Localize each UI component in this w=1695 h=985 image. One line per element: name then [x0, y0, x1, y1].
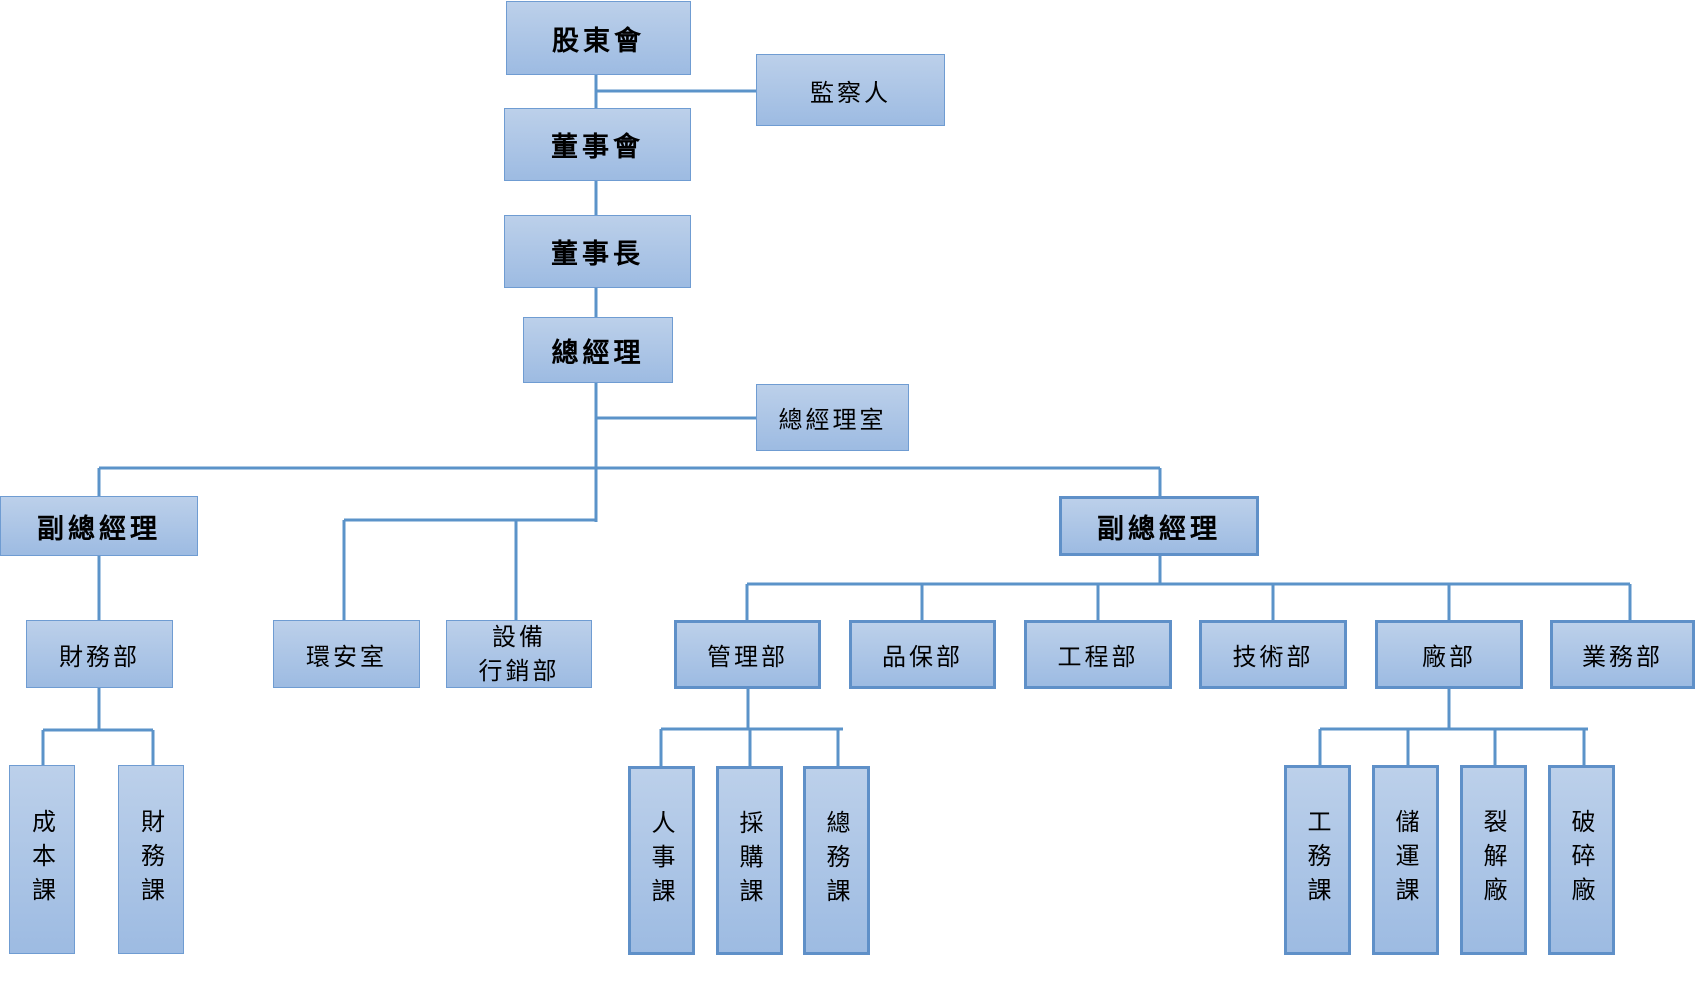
- node-label: 破碎廠: [1567, 809, 1595, 911]
- node-cracking-plant: 裂解廠: [1460, 765, 1527, 955]
- node-general-affairs-section: 總務課: [803, 766, 870, 955]
- node-finance-section: 財務課: [118, 765, 184, 954]
- node-label: 環安室: [306, 642, 387, 671]
- node-label: 成本課: [27, 808, 56, 911]
- node-qa-dept: 品保部: [849, 620, 996, 689]
- node-label: 工務課: [1303, 809, 1331, 911]
- node-chairman: 董事長: [504, 215, 691, 288]
- node-label: 採購課: [735, 809, 763, 912]
- node-general-manager: 總經理: [523, 317, 673, 383]
- node-works-section: 工務課: [1284, 765, 1351, 955]
- node-label: 品保部: [882, 643, 963, 671]
- node-hr-section: 人事課: [628, 766, 695, 955]
- node-plant-dept: 廠部: [1375, 620, 1523, 689]
- node-label: 人事課: [647, 809, 675, 912]
- node-shareholders: 股東會: [506, 1, 691, 75]
- node-label: 管理部: [707, 643, 788, 671]
- node-gm-office: 總經理室: [756, 384, 909, 451]
- node-label: 財務部: [59, 642, 140, 671]
- node-label: 廠部: [1422, 643, 1476, 671]
- node-label: 副總經理: [1097, 513, 1221, 545]
- node-cost-section: 成本課: [9, 765, 75, 954]
- node-vice-gm-left: 副總經理: [0, 496, 198, 556]
- node-label: 財務課: [136, 808, 165, 911]
- node-purchasing-section: 採購課: [716, 766, 783, 955]
- node-label: 業務部: [1582, 643, 1663, 671]
- node-label: 總經理室: [778, 406, 887, 434]
- node-board: 董事會: [504, 108, 691, 181]
- node-label: 總經理: [551, 337, 645, 369]
- node-storage-section: 儲運課: [1372, 765, 1439, 955]
- node-supervisor: 監察人: [756, 54, 945, 126]
- node-label: 副總經理: [37, 513, 161, 545]
- node-crushing-plant: 破碎廠: [1548, 765, 1615, 955]
- node-label: 工程部: [1057, 643, 1139, 671]
- node-vice-gm-right: 副總經理: [1059, 496, 1259, 556]
- node-business-dept: 業務部: [1550, 620, 1695, 689]
- node-admin-dept: 管理部: [674, 620, 821, 689]
- node-label: 裂解廠: [1479, 809, 1507, 911]
- node-finance-dept: 財務部: [26, 620, 173, 688]
- node-env-safety-office: 環安室: [273, 620, 420, 688]
- node-technical-dept: 技術部: [1199, 620, 1347, 689]
- node-label: 監察人: [810, 78, 891, 107]
- node-label: 技術部: [1232, 643, 1314, 671]
- node-label: 董事長: [551, 239, 644, 270]
- node-equipment-sales-dept: 設備 行銷部: [446, 620, 592, 688]
- node-label: 董事會: [551, 132, 644, 163]
- node-label: 股東會: [552, 25, 645, 57]
- node-label: 儲運課: [1391, 809, 1419, 911]
- node-label: 總務課: [822, 809, 850, 912]
- node-engineering-dept: 工程部: [1024, 620, 1172, 689]
- node-label: 設備 行銷部: [478, 623, 560, 685]
